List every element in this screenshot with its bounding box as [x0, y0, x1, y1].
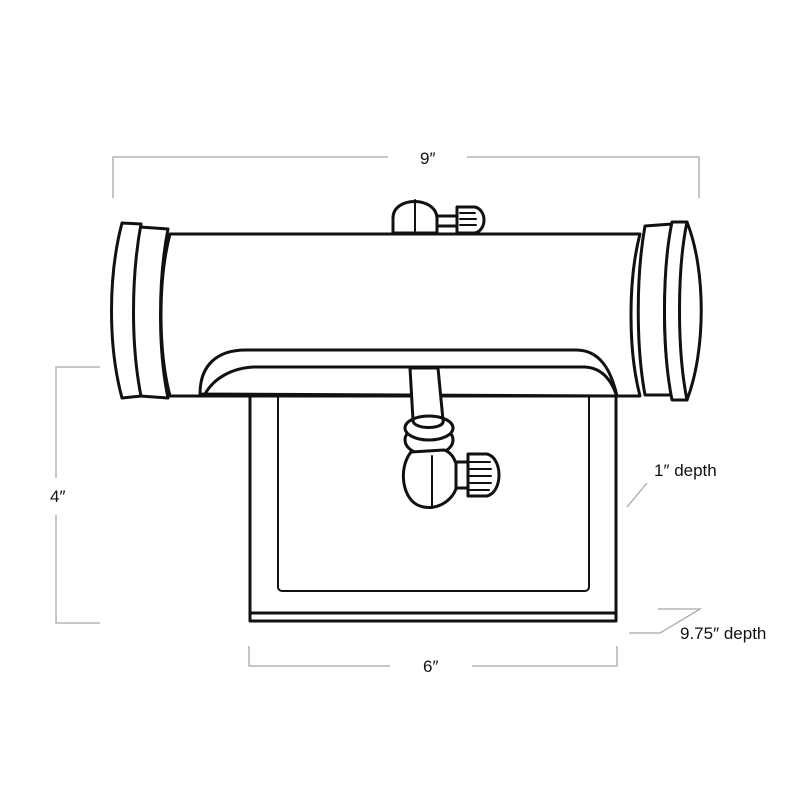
- backplate-width-label: 6″: [423, 657, 439, 676]
- top-knob: [391, 199, 486, 235]
- height-label: 4″: [50, 487, 66, 506]
- backplate-depth-label: 1″ depth: [654, 461, 717, 480]
- dimension-line-backplate-depth: [626, 482, 648, 508]
- swivel-arm: [401, 366, 501, 509]
- right-end-cap: [636, 220, 703, 402]
- overall-width-label: 9″: [420, 149, 436, 168]
- lamp-tube: [159, 232, 642, 398]
- dimension-line-backplate-width: [248, 646, 618, 667]
- extension-depth-label: 9.75″ depth: [680, 624, 767, 643]
- left-end-cap: [110, 221, 170, 400]
- dimension-line-extension-depth: [629, 608, 703, 634]
- dimension-line-overall-width: [112, 156, 700, 198]
- dimension-line-height: [55, 366, 100, 624]
